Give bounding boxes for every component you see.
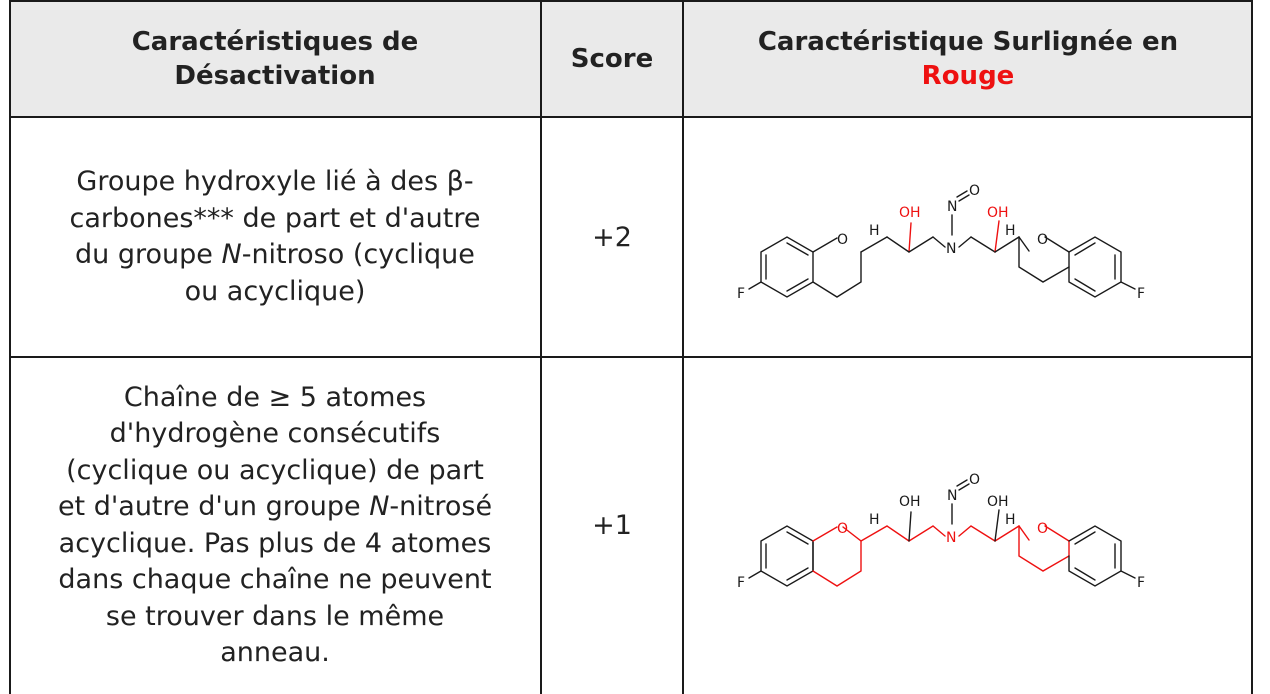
atom-f-left: F	[737, 575, 745, 591]
row1-desc-line: Groupe hydroxyle lié à des β-	[76, 166, 474, 197]
row2-desc-line: anneau.	[220, 637, 330, 668]
row1-score-cell: +2	[541, 117, 683, 357]
atom-o-left: O	[837, 521, 848, 537]
row2-desc-line: -nitrosé	[389, 491, 493, 522]
atom-f-right: F	[1137, 575, 1145, 591]
table-row: Chaîne de ≥ 5 atomes d'hydrogène consécu…	[9, 357, 1253, 694]
atom-o-nitroso: O	[969, 472, 980, 488]
atom-o-left: O	[837, 232, 848, 248]
row2-desc-line: acyclique. Pas plus de 4 atomes	[58, 527, 492, 559]
row1-score: +2	[592, 221, 632, 253]
header-highlight: Caractéristique Surlignée en Rouge	[758, 25, 1178, 93]
row1-desc-line: -nitroso (cyclique	[241, 239, 475, 270]
row2-structure-cell: O H OH N N O OH H O F F	[683, 357, 1253, 694]
atom-oh-left: OH	[899, 205, 921, 221]
atom-n-nitroso: N	[947, 488, 957, 504]
atom-f-left: F	[737, 286, 745, 302]
header-features-line1: Caractéristiques de	[131, 26, 419, 57]
row1-description-cell: Groupe hydroxyle lié à des β- carbones**…	[9, 117, 541, 357]
header-score-cell: Score	[541, 0, 683, 117]
header-features-line2: Désactivation	[174, 60, 376, 91]
row2-desc-line: dans chaque chaîne ne peuvent	[58, 564, 492, 595]
header-highlight-cell: Caractéristique Surlignée en Rouge	[683, 0, 1253, 117]
row2-desc-line: d'hydrogène consécutifs	[109, 418, 441, 449]
deactivation-features-table: Caractéristiques de Désactivation Score …	[9, 0, 1253, 694]
row2-desc-line: se trouver dans le même	[105, 600, 445, 632]
row2-chemical-structure: O H OH N N O OH H O F F	[737, 472, 1145, 591]
row2-description-cell: Chaîne de ≥ 5 atomes d'hydrogène consécu…	[9, 357, 541, 694]
header-features: Caractéristiques de Désactivation	[132, 25, 419, 93]
header-score: Score	[570, 43, 654, 74]
header-highlight-line1: Caractéristique Surlignée en	[757, 26, 1179, 57]
atom-n: N	[946, 241, 956, 257]
atom-o-nitroso: O	[969, 183, 980, 199]
row2-desc-italic-n: N	[369, 491, 390, 522]
table-border-top	[9, 0, 1253, 2]
atom-o-right: O	[1037, 521, 1048, 537]
atom-h-right: H	[1005, 512, 1016, 528]
atom-n-nitroso: N	[947, 199, 957, 215]
table-row: Groupe hydroxyle lié à des β- carbones**…	[9, 117, 1253, 357]
table-border-row1-bottom	[9, 356, 1253, 358]
row1-structure-cell: O H OH N N O OH H O F F	[683, 117, 1253, 357]
row2-desc-line: Chaîne de ≥ 5 atomes	[123, 381, 427, 413]
row1-chemical-structure: O H OH N N O OH H O F F	[737, 183, 1145, 302]
row1-desc-italic-n: N	[221, 239, 242, 270]
row2-description: Chaîne de ≥ 5 atomes d'hydrogène consécu…	[50, 380, 500, 672]
atom-h-right: H	[1005, 223, 1016, 239]
atom-f-right: F	[1137, 286, 1145, 302]
row2-score: +1	[592, 510, 632, 541]
table-border-col1	[540, 0, 542, 694]
table-border-left	[9, 0, 11, 694]
header-features-cell: Caractéristiques de Désactivation	[9, 0, 541, 117]
atom-oh-left: OH	[899, 494, 921, 510]
row1-description: Groupe hydroxyle lié à des β- carbones**…	[61, 164, 488, 310]
atom-oh-right: OH	[987, 205, 1009, 221]
row2-desc-line: et d'autre d'un groupe	[57, 491, 370, 522]
row1-desc-line: du groupe	[75, 239, 222, 270]
atom-h-left: H	[869, 512, 880, 528]
row2-desc-line: (cyclique ou acyclique) de part	[66, 454, 484, 486]
table-header-row: Caractéristiques de Désactivation Score …	[9, 0, 1253, 117]
header-highlight-red-word: Rouge	[921, 60, 1015, 91]
atom-h-left: H	[869, 223, 880, 239]
table-border-header-bottom	[9, 116, 1253, 118]
atom-oh-right: OH	[987, 494, 1009, 510]
row1-desc-line: carbones*** de part et d'autre	[69, 202, 481, 234]
atom-o-right: O	[1037, 232, 1048, 248]
row2-score-cell: +1	[541, 357, 683, 694]
row1-desc-line: ou acyclique)	[184, 275, 366, 307]
table-border-col2	[682, 0, 684, 694]
table-border-right	[1251, 0, 1253, 694]
atom-n: N	[946, 530, 956, 546]
